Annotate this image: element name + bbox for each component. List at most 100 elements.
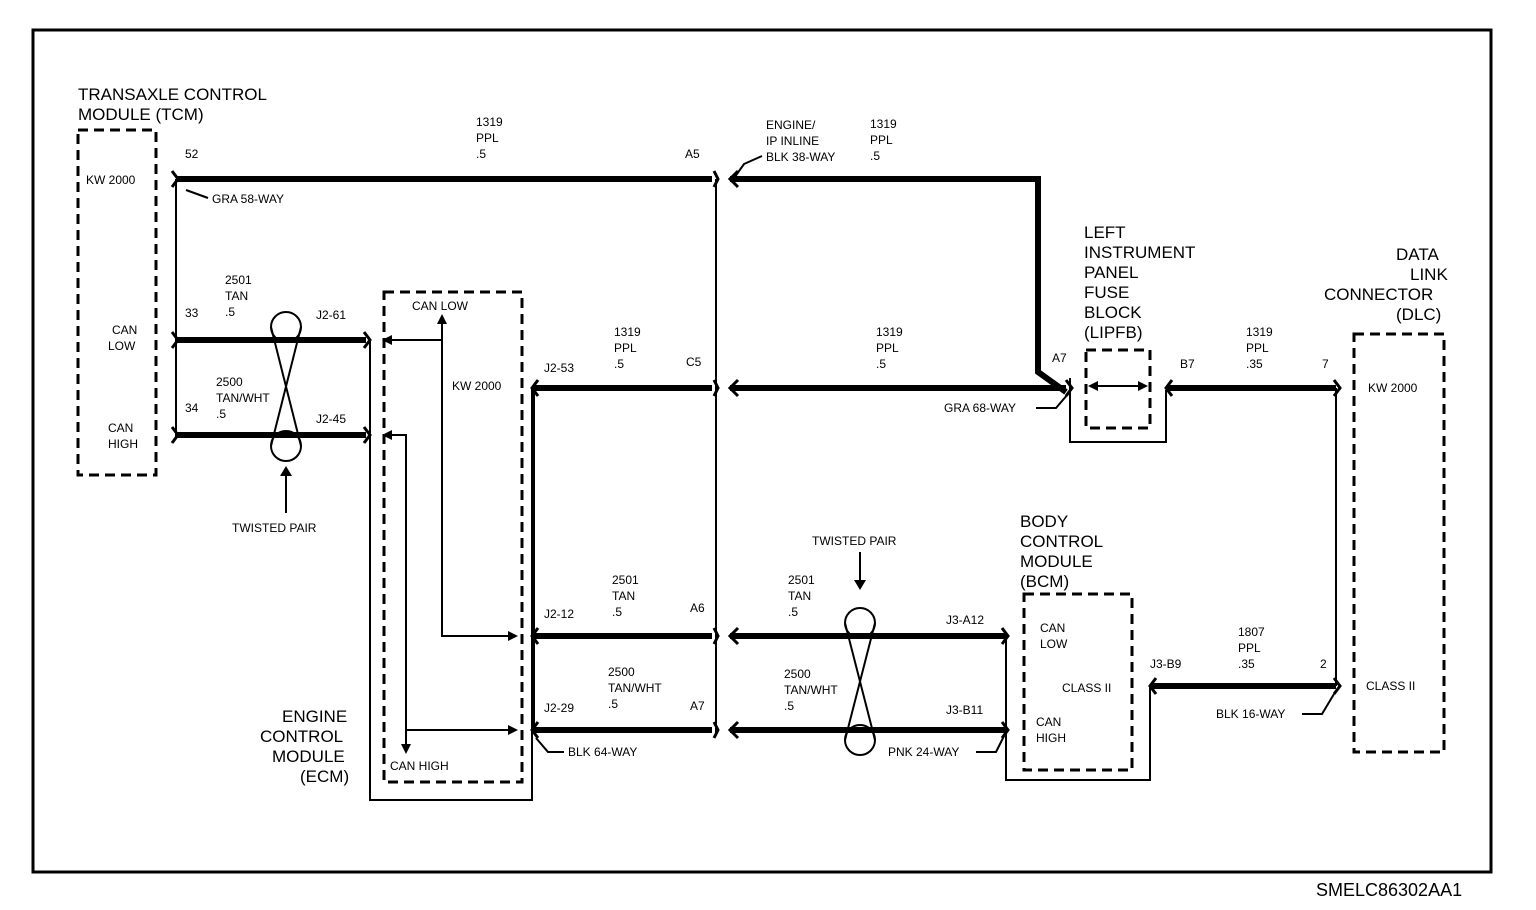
dlc-title-line3: CONNECTOR [1324,285,1433,304]
wire-label-size: .5 [876,357,886,371]
bcm-outline [1005,636,1151,781]
dlc-title-line4: (DLC) [1396,305,1441,324]
ecm-title-line3: MODULE [272,747,345,766]
pin-a7-ecm: A7 [690,699,705,713]
figure-id: SMELC86302AA1 [1316,880,1462,900]
tcm-module-box [76,128,158,477]
pin-33: 33 [185,306,199,320]
wire-label-circuit: 2500 [608,665,635,679]
lipfb-title-line3: PANEL [1084,263,1139,282]
wire-label-color: PPL [614,341,637,355]
gra58-leader [185,189,209,199]
wire-label-circuit: 2500 [784,667,811,681]
wire-label-circuit: 2501 [225,273,252,287]
wire-label-color: PPL [1246,341,1269,355]
ecm-module-box [382,290,524,784]
connector-engine-ip-line3: BLK 38-WAY [766,150,835,164]
ecm-can-high: CAN HIGH [390,759,449,773]
gra68-leader [1036,393,1069,409]
wire-label-circuit: 2500 [216,375,243,389]
connector-marks [170,169,1342,740]
lipfb-title-line4: FUSE [1084,283,1129,302]
dlc-title-line1: DATA [1396,245,1439,264]
bcm-title-line2: CONTROL [1020,532,1103,551]
ecm-can-low: CAN LOW [412,299,469,313]
bcm-can-low-line2: LOW [1040,637,1068,651]
lipfb-title-line2: INSTRUMENT [1084,243,1195,262]
wire-label-color: PPL [476,131,499,145]
blk16-leader [1302,693,1335,715]
bcm-module-box [1022,592,1134,772]
wire-label-color: TAN [788,589,811,603]
tcm-can-high-line2: HIGH [108,437,138,451]
connector-gra68: GRA 68-WAY [944,401,1016,415]
dlc-protocol: KW 2000 [1368,381,1418,395]
ecm-can-routing [382,314,518,754]
tcm-can-low-line2: LOW [108,339,136,353]
pin-j3-a12: J3-A12 [946,613,984,627]
pnk24-leader [976,735,1005,753]
twisted-pair-label: TWISTED PAIR [232,521,317,535]
pin-a6: A6 [690,601,705,615]
lipfb-title-line6: (LIPFB) [1084,323,1143,342]
lipfb-fuse-box [1084,348,1152,430]
connector-pnk24: PNK 24-WAY [888,745,959,759]
wire-label-size: .5 [612,605,622,619]
pin-2: 2 [1320,657,1327,671]
wire-label-color: TAN/WHT [216,391,270,405]
connector-engine-ip-line1: ENGINE/ [766,118,816,132]
wire-label-size: .35 [1246,357,1263,371]
wire-label-color: TAN [225,289,248,303]
pin-b7: B7 [1180,357,1195,371]
wire-label-size: .5 [788,605,798,619]
wire-label-size: .5 [216,407,226,421]
tcm-title-line2: MODULE (TCM) [78,105,204,124]
blk64-leader [535,737,564,753]
engine-ip-leader [731,155,763,182]
ecm-protocol: KW 2000 [452,379,502,393]
wire-label-color: TAN/WHT [608,681,662,695]
pin-7: 7 [1322,357,1329,371]
wire-label-size: .5 [476,147,486,161]
pin-j2-45: J2-45 [316,412,346,426]
tcm-protocol: KW 2000 [86,173,136,187]
ecm-title-line2: CONTROL [260,727,343,746]
bcm-title-line1: BODY [1020,512,1068,531]
twisted-pair-symbol-2 [844,607,876,756]
wire-label-circuit: 1319 [476,115,503,129]
lipfb-outline [1069,378,1167,443]
dlc-module-box [1352,332,1446,754]
wire-label-circuit: 1807 [1238,625,1265,639]
pin-52: 52 [185,147,199,161]
bcm-can-low-line1: CAN [1040,621,1065,635]
wire-label-size: .5 [870,149,880,163]
twisted-pair-label-2: TWISTED PAIR [812,534,897,548]
wire-label-circuit: 1319 [1246,325,1273,339]
wire-label-circuit: 1319 [876,325,903,339]
dlc-title-line2: LINK [1410,265,1448,284]
tcm-can-low-line1: CAN [112,323,137,337]
bcm-class: CLASS II [1062,681,1111,695]
lipfb-title-line5: BLOCK [1084,303,1142,322]
bcm-can-high-line1: CAN [1036,715,1061,729]
pin-j2-61: J2-61 [316,308,346,322]
lipfb-title-line1: LEFT [1084,223,1126,242]
pin-j3-b9: J3-B9 [1150,657,1182,671]
ecm-title-line4: (ECM) [300,767,349,786]
ecm-outline [369,340,533,801]
diagram-frame [31,28,1493,874]
connector-blk16: BLK 16-WAY [1216,707,1285,721]
wire-label-color: PPL [876,341,899,355]
wire-label-circuit: 2501 [788,573,815,587]
tcm-can-high-line1: CAN [108,421,133,435]
pin-j2-12: J2-12 [544,607,574,621]
bcm-can-high-line2: HIGH [1036,731,1066,745]
bcm-title-line4: (BCM) [1020,572,1069,591]
wire-label-size: .5 [784,699,794,713]
wire-1319-top-right [730,176,1068,395]
wire-label-size: .5 [225,305,235,319]
wire-label-size: .5 [614,357,624,371]
wire-label-color: TAN [612,589,635,603]
pin-a7-fuse: A7 [1052,351,1067,365]
